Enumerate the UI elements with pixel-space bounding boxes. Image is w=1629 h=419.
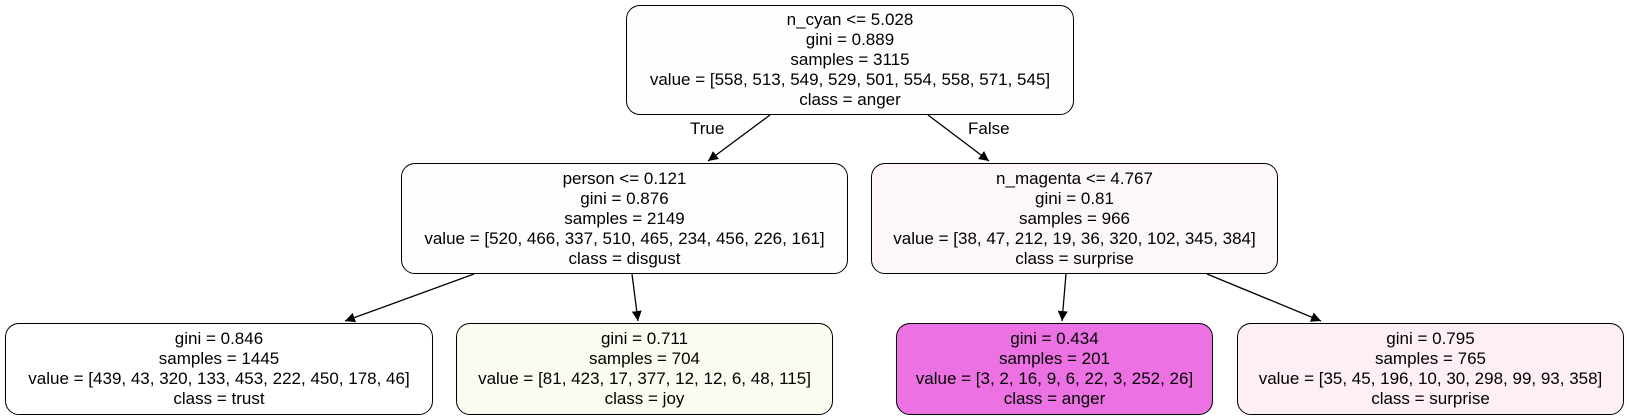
samples-count: samples = 201 [998, 349, 1111, 368]
gini-value: gini = 0.846 [174, 329, 264, 348]
gini-value: gini = 0.889 [805, 30, 895, 49]
split-condition: person <= 0.121 [562, 168, 687, 188]
value-array: value = [3, 2, 16, 9, 6, 22, 3, 252, 26] [915, 369, 1194, 388]
tree-leaf-right-left: gini = 0.434 samples = 201 value = [3, 2… [896, 323, 1213, 415]
gini-value: gini = 0.795 [1386, 329, 1475, 348]
samples-count: samples = 704 [588, 349, 701, 368]
edge-label-false: False [968, 119, 1010, 138]
gini-value: gini = 0.711 [600, 329, 689, 348]
gini-value: gini = 0.81 [1035, 188, 1114, 208]
class-label: class = joy [604, 389, 685, 408]
edge-label-true: True [690, 119, 725, 138]
tree-node-left: person <= 0.121 gini = 0.876 samples = 2… [401, 163, 848, 274]
value-array: value = [439, 43, 320, 133, 453, 222, 45… [28, 369, 410, 388]
class-label: class = surprise [1015, 248, 1134, 268]
class-label: class = anger [1003, 389, 1106, 408]
value-array: value = [38, 47, 212, 19, 36, 320, 102, … [893, 228, 1256, 248]
gini-value: gini = 0.876 [580, 188, 669, 208]
tree-leaf-right-right: gini = 0.795 samples = 765 value = [35, … [1237, 323, 1624, 415]
samples-count: samples = 966 [1018, 208, 1131, 228]
value-array: value = [81, 423, 17, 377, 12, 12, 6, 48… [478, 369, 811, 388]
class-label: class = anger [799, 90, 901, 109]
class-label: class = disgust [568, 248, 681, 268]
value-array: value = [35, 45, 196, 10, 30, 298, 99, 9… [1258, 369, 1603, 388]
samples-count: samples = 3115 [790, 50, 910, 69]
edge-left-leftleft [344, 273, 475, 323]
samples-count: samples = 765 [1374, 349, 1487, 368]
class-label: class = surprise [1371, 389, 1490, 408]
class-label: class = trust [173, 389, 265, 408]
edge-root-right [927, 114, 990, 162]
tree-node-root: n_cyan <= 5.028 gini = 0.889 samples = 3… [626, 5, 1074, 115]
value-array: value = [520, 466, 337, 510, 465, 234, 4… [424, 228, 825, 248]
edge-root-left [707, 114, 771, 162]
edge-left-leftright [631, 273, 642, 322]
split-condition: n_magenta <= 4.767 [996, 168, 1153, 188]
gini-value: gini = 0.434 [1010, 329, 1099, 348]
tree-leaf-left-right: gini = 0.711 samples = 704 value = [81, … [456, 323, 833, 415]
samples-count: samples = 2149 [564, 208, 685, 228]
split-condition: n_cyan <= 5.028 [786, 10, 914, 29]
value-array: value = [558, 513, 549, 529, 501, 554, 5… [649, 70, 1051, 89]
tree-leaf-left-left: gini = 0.846 samples = 1445 value = [439… [5, 323, 433, 415]
edge-right-rightright [1206, 273, 1322, 322]
samples-count: samples = 1445 [158, 349, 280, 368]
tree-node-right: n_magenta <= 4.767 gini = 0.81 samples =… [871, 163, 1278, 274]
edge-right-rightleft [1057, 273, 1068, 322]
